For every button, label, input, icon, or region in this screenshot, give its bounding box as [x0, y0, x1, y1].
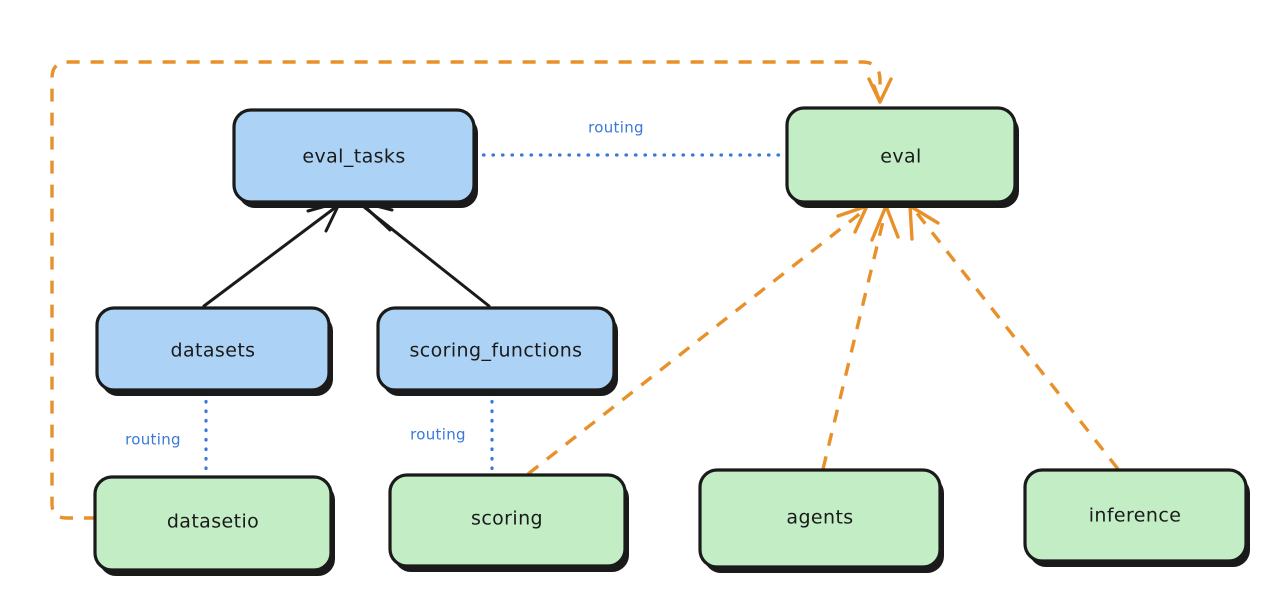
edge-label-routing-datasetio: routing [125, 431, 181, 449]
node-label-inference: inference [1089, 505, 1182, 527]
node-datasets[interactable]: datasets [95, 306, 333, 396]
node-label-scoring_functions: scoring_functions [410, 340, 583, 362]
node-eval[interactable]: eval [785, 106, 1019, 208]
node-scoring_functions[interactable]: scoring_functions [376, 306, 618, 396]
node-label-datasets: datasets [171, 340, 256, 362]
edge-label-routing-scoring: routing [410, 426, 466, 444]
node-label-eval: eval [880, 146, 921, 168]
node-label-agents: agents [786, 507, 853, 529]
edge-inference-to-eval [908, 204, 1120, 471]
node-agents[interactable]: agents [698, 468, 944, 573]
edge-label-routing-eval: routing [588, 119, 644, 137]
node-label-eval_tasks: eval_tasks [302, 146, 405, 168]
node-eval_tasks[interactable]: eval_tasks [232, 108, 478, 208]
node-inference[interactable]: inference [1023, 468, 1250, 567]
edge-scoring_functions-to-eval_tasks [358, 200, 491, 308]
node-label-scoring: scoring [471, 508, 543, 530]
node-scoring[interactable]: scoring [388, 473, 629, 572]
edge-datasets-to-eval_tasks [202, 200, 342, 308]
edge-datasetio-to-eval [50, 60, 893, 520]
edge-agents-to-eval [821, 204, 900, 470]
node-label-datasetio: datasetio [167, 511, 259, 533]
node-datasetio[interactable]: datasetio [93, 475, 335, 576]
